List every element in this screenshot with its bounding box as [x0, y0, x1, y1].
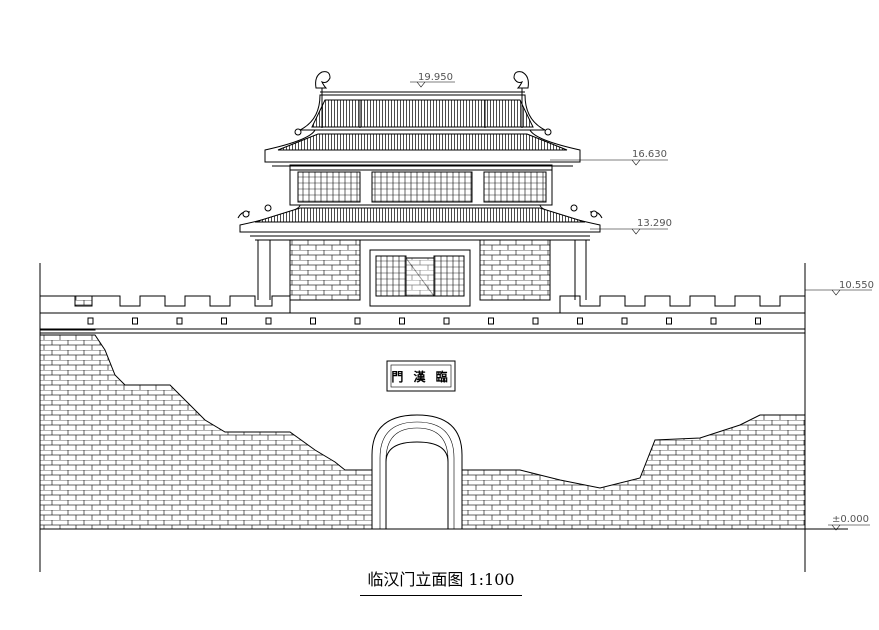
elevation-marker-13290: 13.290: [590, 218, 672, 235]
loophole: [354, 317, 361, 325]
elevation-label: 19.950: [418, 72, 453, 83]
elevation-marker-10550: 10.550: [805, 280, 874, 296]
loopholes: [87, 317, 761, 325]
loophole: [87, 317, 94, 325]
loophole: [755, 317, 761, 325]
elevation-marker-19950: 19.950: [410, 72, 455, 88]
loophole: [488, 317, 494, 325]
elevation-label: 10.550: [839, 280, 874, 291]
caption-underline: [360, 595, 522, 596]
elevation-marker-16630: 16.630: [550, 149, 668, 166]
elevation-marker-0000: ±0.000: [828, 514, 870, 531]
loophole: [666, 317, 672, 325]
loophole: [132, 317, 138, 325]
loophole: [399, 317, 405, 325]
elevation-markers: 19.950 16.630 13.290 10.550 ±0.000: [410, 72, 874, 531]
loophole: [176, 317, 183, 325]
gate-tower: [237, 71, 603, 307]
elevation-label: ±0.000: [832, 514, 869, 525]
loophole: [532, 317, 539, 325]
loophole: [710, 317, 717, 325]
loophole: [265, 317, 272, 325]
gate-plaque: 門 漢 臨: [386, 360, 456, 392]
gate-arch: [371, 414, 463, 530]
plaque-text: 門 漢 臨: [391, 369, 450, 384]
loophole: [621, 317, 628, 325]
elevation-label: 16.630: [632, 149, 667, 160]
parapet: [39, 295, 806, 334]
drawing-caption: 临汉门立面图 1:100: [367, 570, 515, 589]
loophole: [310, 317, 316, 325]
loophole: [221, 317, 227, 325]
loophole: [443, 317, 450, 325]
elevation-label: 13.290: [637, 218, 672, 229]
loophole: [577, 317, 583, 325]
